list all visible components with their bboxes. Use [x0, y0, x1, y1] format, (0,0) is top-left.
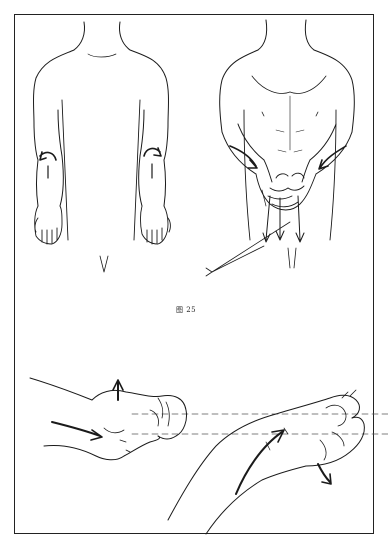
right-figure-hands: [256, 160, 316, 210]
bottom-left-fist: [30, 378, 187, 460]
bottom-right-arrows: [236, 430, 331, 494]
bottom-right-hand: [168, 390, 364, 534]
left-figure-arrows: [40, 148, 161, 178]
right-figure-torso: [220, 20, 355, 268]
right-figure-arrows: [230, 146, 346, 242]
left-figure-hands: [35, 206, 171, 244]
figure-caption: 图 25: [176, 305, 196, 315]
pointer-lines: [206, 222, 290, 276]
dashed-level-lines: [132, 414, 388, 434]
left-figure-torso: [34, 22, 169, 272]
